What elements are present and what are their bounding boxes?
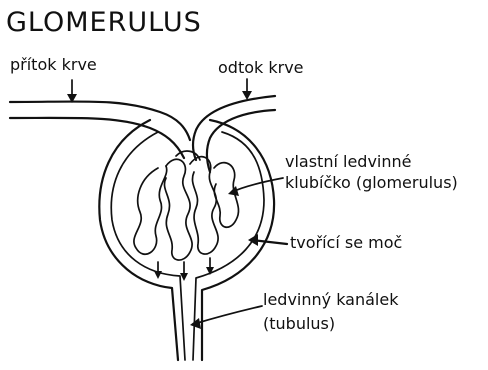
label-tubule-line2: (tubulus) <box>263 314 335 333</box>
filtrate-arrows <box>154 258 214 281</box>
label-tuft-line1: vlastní ledvinné <box>285 152 411 171</box>
label-urine: tvořící se moč <box>290 233 402 252</box>
tubule-pointer <box>190 306 262 329</box>
inflow-arrow <box>67 80 77 103</box>
label-tuft-line2: klubíčko (glomerulus) <box>285 173 458 192</box>
label-outflow: odtok krve <box>218 58 304 77</box>
efferent-vessel <box>193 96 275 172</box>
label-inflow: přítok krve <box>10 55 97 74</box>
diagram-title: GLOMERULUS <box>6 7 202 38</box>
tuft-pointer <box>228 178 283 196</box>
bowman-capsule <box>99 120 274 360</box>
outflow-arrow <box>242 79 252 100</box>
afferent-vessel <box>10 101 190 158</box>
label-tubule-line1: ledvinný kanálek <box>263 290 399 309</box>
capillary-tuft <box>134 151 239 260</box>
